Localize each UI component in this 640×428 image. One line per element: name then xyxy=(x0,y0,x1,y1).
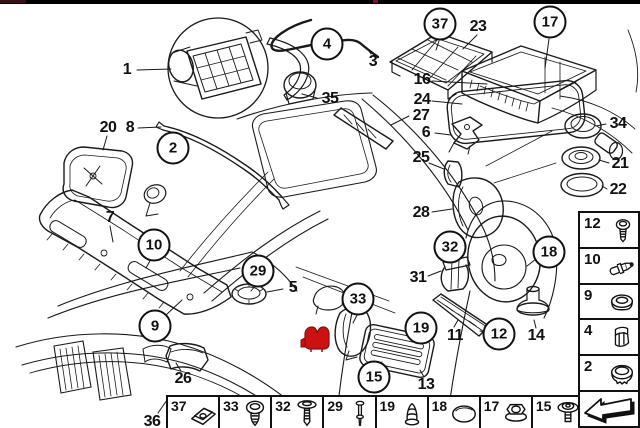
fastener-cell-9[interactable]: 9 xyxy=(580,282,638,319)
callout-27[interactable]: 27 xyxy=(412,107,430,124)
callout-1[interactable]: 1 xyxy=(122,61,132,78)
callout-circle-37[interactable]: 37 xyxy=(423,7,457,41)
callout-circle-32[interactable]: 32 xyxy=(433,230,467,264)
fastener-cell-4[interactable]: 4 xyxy=(580,318,638,354)
cone-plug-icon xyxy=(404,402,419,426)
callout-23[interactable]: 23 xyxy=(469,18,487,35)
washer-head-screw-icon xyxy=(557,402,579,423)
callout-circle-17[interactable]: 17 xyxy=(533,5,567,39)
callout-22[interactable]: 22 xyxy=(609,181,627,198)
cell-label: 4 xyxy=(584,322,593,340)
callout-circle-29[interactable]: 29 xyxy=(241,254,275,288)
grommet-icon xyxy=(610,294,634,311)
fastener-cell-17[interactable]: 17 xyxy=(478,397,531,428)
round-plug-icon xyxy=(610,365,634,386)
back-arrow-icon xyxy=(584,398,635,424)
hex-screw-icon xyxy=(615,219,631,243)
cell-label: 2 xyxy=(584,358,593,376)
leader-lines xyxy=(102,34,610,414)
callout-31[interactable]: 31 xyxy=(409,269,427,286)
fastener-cell-10[interactable]: 10 xyxy=(580,246,638,283)
callout-24[interactable]: 24 xyxy=(413,91,431,108)
cell-label: 19 xyxy=(379,398,396,414)
callout-7[interactable]: 7 xyxy=(105,209,115,226)
top-edge-artifact xyxy=(0,0,26,3)
cell-label: 10 xyxy=(584,250,601,268)
callout-14[interactable]: 14 xyxy=(527,327,545,344)
fastener-strip-right: 12 10 9 4 xyxy=(578,211,640,428)
cell-label: 17 xyxy=(483,398,500,414)
spring-clip-icon xyxy=(614,327,630,348)
fastener-cell-37[interactable]: 37 xyxy=(168,397,218,428)
callout-11[interactable]: 11 xyxy=(447,327,463,344)
callout-5[interactable]: 5 xyxy=(288,279,298,296)
fastener-strip-bottom: 37 33 32 29 19 xyxy=(166,395,585,428)
fastener-cell-32[interactable]: 32 xyxy=(270,397,322,428)
clip-nut-icon xyxy=(191,407,217,426)
cell-label: 29 xyxy=(327,398,343,414)
callout-16[interactable]: 16 xyxy=(413,71,431,88)
fastener-cell-15[interactable]: 15 xyxy=(530,397,583,428)
cell-label: 33 xyxy=(223,398,239,414)
callout-28[interactable]: 28 xyxy=(412,204,430,221)
dome-screw-icon xyxy=(246,400,265,427)
callout-3[interactable]: 3 xyxy=(368,53,378,70)
fastener-cell-33[interactable]: 33 xyxy=(218,397,270,428)
callout-6[interactable]: 6 xyxy=(421,124,431,141)
back-arrow-cell[interactable] xyxy=(580,390,638,426)
callout-21[interactable]: 21 xyxy=(611,155,629,172)
callout-26[interactable]: 26 xyxy=(174,370,192,387)
callout-20[interactable]: 20 xyxy=(99,119,117,136)
callout-circle-19[interactable]: 19 xyxy=(404,311,438,345)
fastener-cell-2[interactable]: 2 xyxy=(580,354,638,390)
flange-nut-icon xyxy=(504,403,527,422)
callout-circle-9[interactable]: 9 xyxy=(138,309,172,343)
expanding-rivet-icon xyxy=(609,262,634,276)
pin-rivet-icon xyxy=(355,400,364,426)
callout-circle-4[interactable]: 4 xyxy=(310,27,344,61)
callout-8[interactable]: 8 xyxy=(125,119,135,136)
exploded-parts xyxy=(38,17,624,379)
cell-label: 9 xyxy=(584,286,593,304)
cell-label: 37 xyxy=(171,398,187,414)
cell-label: 15 xyxy=(535,398,552,414)
callout-35[interactable]: 35 xyxy=(321,90,339,107)
fastener-cell-12[interactable]: 12 xyxy=(580,213,638,247)
callout-circle-15[interactable]: 15 xyxy=(357,360,391,394)
callout-circle-2[interactable]: 2 xyxy=(156,131,190,165)
callout-circle-33[interactable]: 33 xyxy=(341,282,375,316)
oval-cap-icon xyxy=(451,405,476,423)
washer-screw-icon xyxy=(297,400,317,427)
window-top-edge xyxy=(0,0,640,4)
callout-13[interactable]: 13 xyxy=(417,376,435,393)
top-edge-red-dot xyxy=(373,0,378,3)
callout-36[interactable]: 36 xyxy=(143,413,161,428)
callout-circle-10[interactable]: 10 xyxy=(137,228,171,262)
callout-circle-18[interactable]: 18 xyxy=(532,235,566,269)
cell-label: 32 xyxy=(275,398,291,414)
cell-label: 12 xyxy=(584,215,601,232)
callout-25[interactable]: 25 xyxy=(412,149,430,166)
callout-circle-12[interactable]: 12 xyxy=(482,317,516,351)
fastener-cell-29[interactable]: 29 xyxy=(322,397,374,428)
highlighted-part[interactable] xyxy=(300,326,330,352)
fastener-cell-19[interactable]: 19 xyxy=(374,397,427,428)
cell-label: 18 xyxy=(431,398,448,414)
fastener-cell-18[interactable]: 18 xyxy=(426,397,479,428)
callout-34[interactable]: 34 xyxy=(609,115,627,132)
